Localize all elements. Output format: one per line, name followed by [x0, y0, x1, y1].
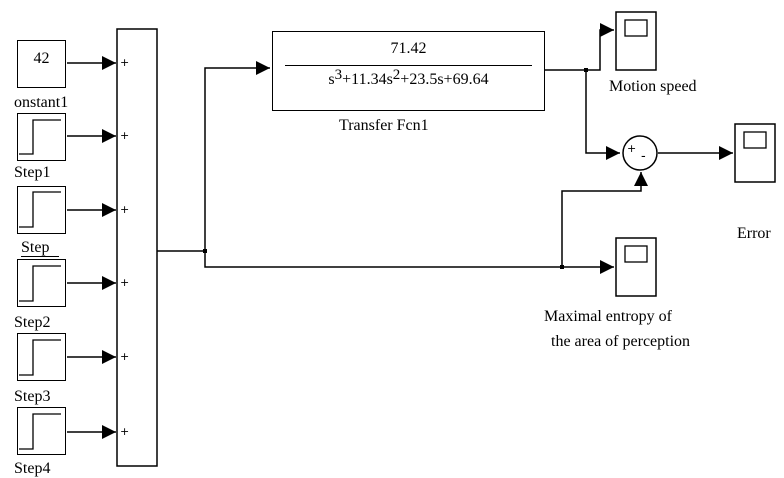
mux-sum-block[interactable] [116, 28, 158, 467]
step-label-underline [21, 256, 59, 257]
mux-plus-5: + [120, 350, 130, 363]
sum-plus-sign: + [627, 142, 637, 155]
motion-speed-label: Motion speed [609, 78, 697, 95]
transfer-fcn-numerator: 71.42 [390, 40, 427, 57]
scope-entropy[interactable] [615, 237, 657, 297]
transfer-fcn-fraction-bar [285, 65, 532, 66]
constant-block[interactable]: 42 [17, 40, 66, 88]
mux-plus-2: + [120, 129, 130, 142]
step2-block[interactable] [17, 259, 66, 307]
sum-minus-sign: - [641, 149, 646, 164]
mux-plus-4: + [120, 276, 130, 289]
step3-label: Step3 [14, 388, 51, 405]
step1-label: Step1 [14, 164, 51, 181]
constant-label: onstant1 [14, 94, 69, 111]
step-block[interactable] [17, 186, 66, 234]
transfer-fcn-block[interactable]: 71.42 s3+11.34s2+23.5s+69.64 [272, 31, 545, 111]
mux-plus-1: + [120, 56, 130, 69]
mux-plus-6: + [120, 425, 130, 438]
transfer-fcn-denominator: s3+11.34s2+23.5s+69.64 [328, 67, 489, 89]
error-label: Error [737, 225, 771, 242]
step3-block[interactable] [17, 333, 66, 381]
step1-block[interactable] [17, 113, 66, 161]
entropy-label-line1: Maximal entropy of [544, 308, 672, 325]
transfer-fcn-label: Transfer Fcn1 [339, 117, 429, 134]
mux-input-arrows [67, 56, 116, 439]
signal-lines [157, 23, 733, 274]
constant-value: 42 [33, 50, 50, 67]
step2-label: Step2 [14, 314, 51, 331]
step4-label: Step4 [14, 460, 51, 477]
scope-motion-speed[interactable] [615, 11, 657, 71]
entropy-label-line2: the area of perception [551, 333, 691, 350]
step-waveforms [19, 119, 61, 450]
scope-error[interactable] [734, 123, 776, 183]
step-label: Step [21, 239, 50, 256]
branch-points [203, 68, 588, 269]
step4-block[interactable] [17, 407, 66, 455]
sum-junction[interactable] [622, 135, 658, 171]
mux-plus-3: + [120, 203, 130, 216]
